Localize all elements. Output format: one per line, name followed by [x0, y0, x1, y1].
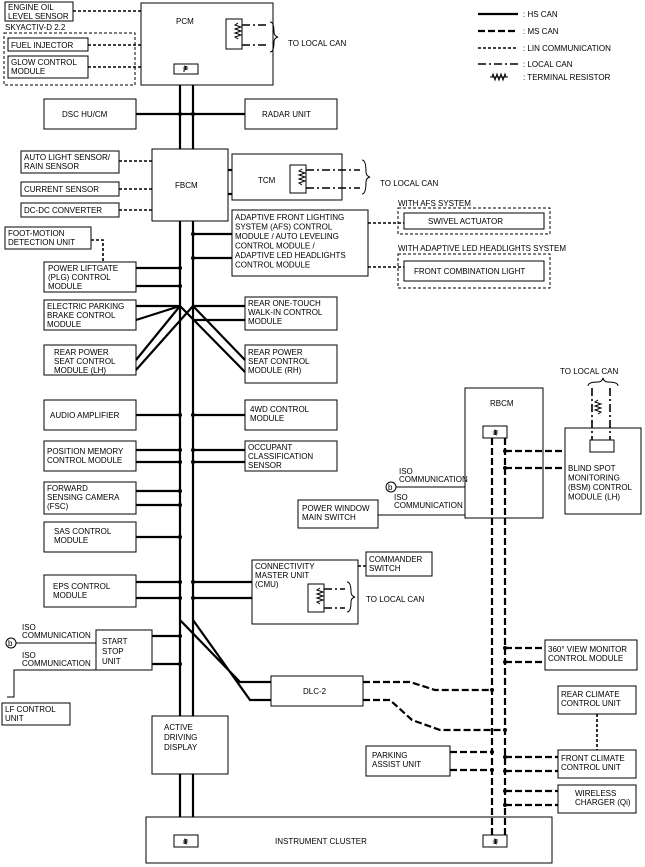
- pcm-box: [140, 2, 274, 86]
- fuel-injector-label: FUEL INJECTOR: [11, 41, 73, 50]
- circle-b-left: b: [8, 639, 13, 648]
- legend-local-can: : LOCAL CAN: [523, 60, 573, 69]
- dlc2-label: DLC-2: [303, 687, 327, 696]
- legend: : HS CAN : MS CAN : LIN COMMUNICATION : …: [478, 10, 611, 82]
- dsc-label: DSC HU/CM: [62, 110, 108, 119]
- legend-hs-can: : HS CAN: [523, 10, 558, 19]
- instrument-label: INSTRUMENT CLUSTER: [275, 837, 367, 846]
- to-local-can-4: TO LOCAL CAN: [560, 367, 618, 376]
- rbcm-label: RBCM: [490, 399, 514, 408]
- pcm-label: PCM: [176, 17, 194, 26]
- circle-b-right: b: [388, 483, 393, 492]
- to-local-can-3: TO LOCAL CAN: [366, 595, 424, 604]
- skyactiv-label: SKYACTIV-D 2.2: [5, 23, 66, 32]
- to-local-can-1: TO LOCAL CAN: [288, 39, 346, 48]
- auto-light-label: AUTO LIGHT SENSOR/RAIN SENSOR: [24, 153, 111, 171]
- legend-lin: : LIN COMMUNICATION: [523, 44, 611, 53]
- legend-terminal-resistor: : TERMINAL RESISTOR: [523, 73, 611, 82]
- junction-dots: [178, 112, 507, 807]
- with-led-label: WITH ADAPTIVE LED HEADLIGHTS SYSTEM: [398, 244, 566, 253]
- front-combo-label: FRONT COMBINATION LIGHT: [414, 267, 525, 276]
- to-local-can-2: TO LOCAL CAN: [380, 179, 438, 188]
- swivel-label: SWIVEL ACTUATOR: [428, 217, 503, 226]
- dcdc-label: DC-DC CONVERTER: [24, 206, 102, 215]
- with-afs-label: WITH AFS SYSTEM: [398, 199, 471, 208]
- audio-amp-label: AUDIO AMPLIFIER: [50, 411, 120, 420]
- radar-label: RADAR UNIT: [262, 110, 311, 119]
- fbcm-label: FBCM: [175, 181, 198, 190]
- current-sensor-label: CURRENT SENSOR: [24, 185, 99, 194]
- tcm-label: TCM: [258, 176, 276, 185]
- legend-ms-can: : MS CAN: [523, 27, 559, 36]
